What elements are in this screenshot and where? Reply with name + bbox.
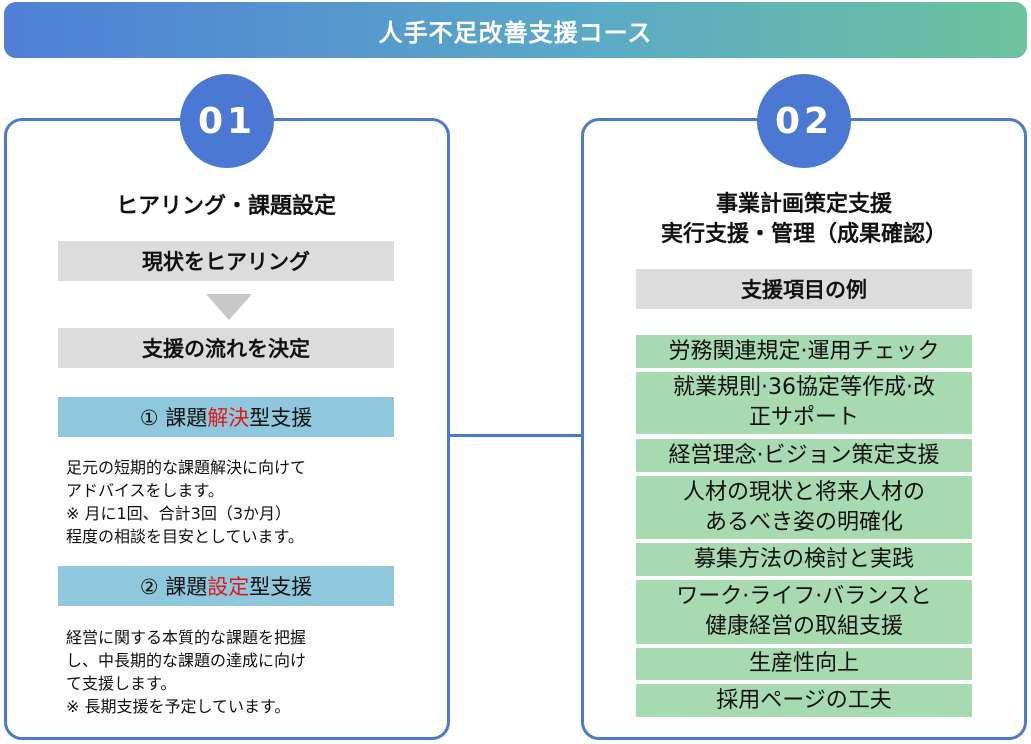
support-item-label: 健康経営の取組支援	[704, 614, 903, 639]
option-set-type-box: ② 課題設定型支援	[58, 566, 394, 606]
support-item-label: 就業規則·36協定等作成·改	[673, 375, 935, 400]
description-line: ※ 月に1回、合計3回（3か月）	[66, 504, 292, 523]
step-01-badge: 01	[180, 74, 274, 168]
option-solve-prefix: ① 課題	[139, 406, 208, 430]
support-item-label: 採用ページの工夫	[716, 687, 892, 713]
option-set-description: 経営に関する本質的な課題を把握 し、中長期的な課題の達成に向け て支援します。 …	[66, 626, 306, 718]
step-hearing-box: 現状をヒアリング	[58, 241, 394, 281]
support-item: 生産性向上	[636, 648, 972, 680]
support-item-label: 生産性向上	[748, 651, 859, 676]
step-hearing-label: 現状をヒアリング	[142, 250, 310, 274]
step-02-heading-line: 実行支援・管理（成果確認）	[660, 222, 947, 247]
description-line: し、中長期的な課題の達成に向け	[66, 651, 307, 670]
support-item-label: 労務関連規定·運用チェック	[668, 338, 940, 364]
support-item-label: あるべき姿の明確化	[704, 509, 903, 535]
step-02-heading: 事業計画策定支援 実行支援・管理（成果確認）	[600, 190, 1008, 250]
support-item-label: ワーク·ライフ·バランスと	[676, 584, 932, 609]
support-item-label: 正サポート	[748, 405, 859, 430]
step-decide-flow-label: 支援の流れを決定	[142, 337, 310, 361]
support-item: 採用ページの工夫	[636, 684, 972, 717]
support-item: ワーク·ライフ·バランスと 健康経営の取組支援	[636, 580, 972, 644]
option-solve-description: 足元の短期的な課題解決に向けて アドバイスをします。 ※ 月に1回、合計3回（3…	[66, 456, 306, 548]
panel-connector-line	[450, 434, 581, 437]
description-line: ※ 長期支援を予定しています。	[66, 697, 291, 716]
support-item-label: 募集方法の検討と実践	[693, 546, 914, 572]
support-item-label: 人材の現状と将来人材の	[682, 479, 925, 505]
option-solve-type-box: ① 課題解決型支援	[58, 397, 394, 437]
support-item: 経営理念·ビジョン策定支援	[636, 439, 972, 472]
option-set-suffix: 型支援	[249, 575, 313, 599]
support-item: 募集方法の検討と実践	[636, 543, 972, 576]
description-line: アドバイスをします。	[66, 481, 224, 500]
support-item: 人材の現状と将来人材の あるべき姿の明確化	[636, 476, 972, 539]
course-title-banner: 人手不足改善支援コース	[4, 2, 1027, 58]
description-line: 足元の短期的な課題解決に向けて	[66, 458, 307, 477]
support-item: 就業規則·36協定等作成·改 正サポート	[636, 372, 972, 434]
step-02-badge: 02	[757, 74, 851, 168]
description-line: 程度の相談を目安としています。	[66, 527, 304, 546]
step-01-heading: ヒアリング・課題設定	[115, 194, 336, 219]
option-solve-highlight: 解決	[207, 406, 250, 430]
course-title: 人手不足改善支援コース	[378, 18, 653, 47]
option-set-prefix: ② 課題	[139, 575, 208, 599]
step-02-heading-line: 事業計画策定支援	[715, 192, 892, 217]
option-solve-suffix: 型支援	[249, 406, 313, 430]
description-line: て支援します。	[66, 674, 177, 693]
step-decide-flow-box: 支援の流れを決定	[58, 328, 394, 368]
option-set-highlight: 設定	[207, 575, 250, 599]
flow-down-arrow-icon	[206, 294, 252, 320]
support-item-label: 経営理念·ビジョン策定支援	[668, 442, 940, 468]
description-line: 経営に関する本質的な課題を把握	[66, 628, 307, 647]
support-examples-header: 支援項目の例	[636, 269, 972, 309]
support-item: 労務関連規定·運用チェック	[636, 335, 972, 368]
support-examples-label: 支援項目の例	[741, 278, 867, 302]
